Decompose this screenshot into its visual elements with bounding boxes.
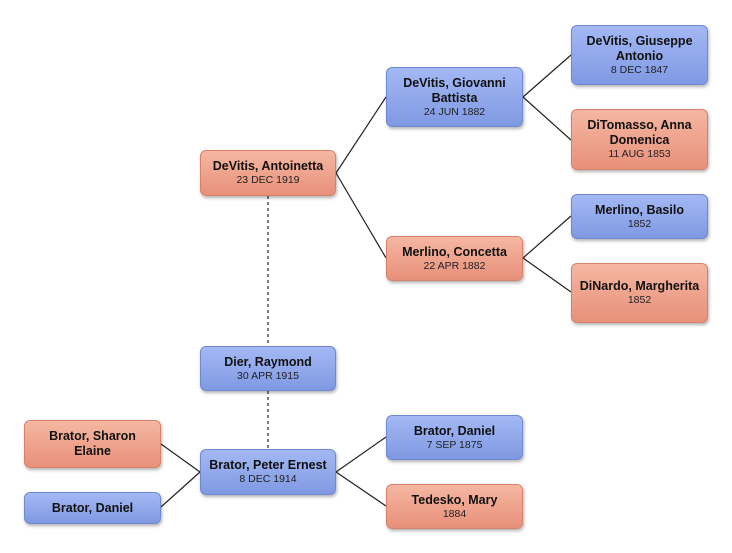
- person-date: 23 DEC 1919: [236, 174, 300, 186]
- person-card-brator-daniel-parent[interactable]: Brator, Daniel 7 SEP 1875: [386, 415, 523, 460]
- person-card-merlino-concetta[interactable]: Merlino, Concetta 22 APR 1882: [386, 236, 523, 281]
- person-name: DiNardo, Margherita: [579, 279, 700, 293]
- person-card-tedesko-mary[interactable]: Tedesko, Mary 1884: [386, 484, 523, 529]
- person-card-devitis-giovanni-battista[interactable]: DeVitis, Giovanni Battista 24 JUN 1882: [386, 67, 523, 127]
- person-name: Dier, Raymond: [224, 354, 312, 369]
- person-card-dinardo-margherita[interactable]: DiNardo, Margherita 1852: [571, 263, 708, 323]
- link-giovanni-giuseppe: [522, 54, 572, 98]
- person-name: Brator, Daniel: [413, 423, 496, 438]
- link-giovanni-anna: [522, 96, 572, 141]
- person-date: 1852: [627, 217, 652, 230]
- link-peter-mary: [335, 471, 387, 507]
- person-date: 8 DEC 1847: [610, 63, 669, 76]
- person-name: Brator, Peter Ernest: [209, 458, 327, 472]
- person-date: 24 JUN 1882: [423, 105, 486, 118]
- person-date: 11 AUG 1853: [608, 148, 671, 160]
- person-card-devitis-giuseppe-antonio[interactable]: DeVitis, Giuseppe Antonio 8 DEC 1847: [571, 25, 708, 85]
- person-date: 30 APR 1915: [237, 369, 299, 382]
- person-name: Brator, Sharon Elaine: [49, 429, 136, 458]
- person-card-brator-daniel-child[interactable]: Brator, Daniel: [24, 492, 161, 524]
- person-name: Tedesko, Mary: [411, 492, 498, 507]
- link-antoinetta-giovanni: [335, 96, 387, 174]
- link-peter-daniel-sr: [335, 436, 387, 473]
- person-name: DeVitis, Giovanni Battista: [403, 75, 506, 105]
- person-name: Merlino, Basilo: [595, 202, 684, 217]
- person-card-dier-raymond[interactable]: Dier, Raymond 30 APR 1915: [200, 346, 336, 391]
- link-antoinetta-concetta: [335, 172, 387, 259]
- person-date: 1884: [442, 507, 467, 520]
- person-card-brator-peter-ernest[interactable]: Brator, Peter Ernest 8 DEC 1914: [200, 449, 336, 495]
- person-card-ditomasso-anna-domenica[interactable]: DiTomasso, Anna Domenica 11 AUG 1853: [571, 109, 708, 170]
- person-card-brator-sharon-elaine[interactable]: Brator, Sharon Elaine: [24, 420, 161, 468]
- person-name: DiTomasso, Anna Domenica: [587, 118, 692, 147]
- link-peter-daniel-jr: [160, 471, 201, 508]
- person-card-devitis-antoinetta[interactable]: DeVitis, Antoinetta 23 DEC 1919: [200, 150, 336, 196]
- person-date: 22 APR 1882: [423, 259, 486, 272]
- person-date: 7 SEP 1875: [426, 438, 483, 451]
- link-concetta-basilo: [522, 215, 572, 259]
- link-peter-sharon: [160, 443, 201, 473]
- person-date: 1852: [627, 294, 652, 306]
- person-name: DeVitis, Antoinetta: [212, 159, 324, 173]
- link-concetta-margherita: [522, 257, 572, 293]
- person-name: Merlino, Concetta: [402, 244, 507, 259]
- person-card-merlino-basilo[interactable]: Merlino, Basilo 1852: [571, 194, 708, 239]
- person-name: Brator, Daniel: [51, 500, 134, 515]
- person-date: 8 DEC 1914: [239, 473, 297, 485]
- person-name: DeVitis, Giuseppe Antonio: [586, 33, 693, 63]
